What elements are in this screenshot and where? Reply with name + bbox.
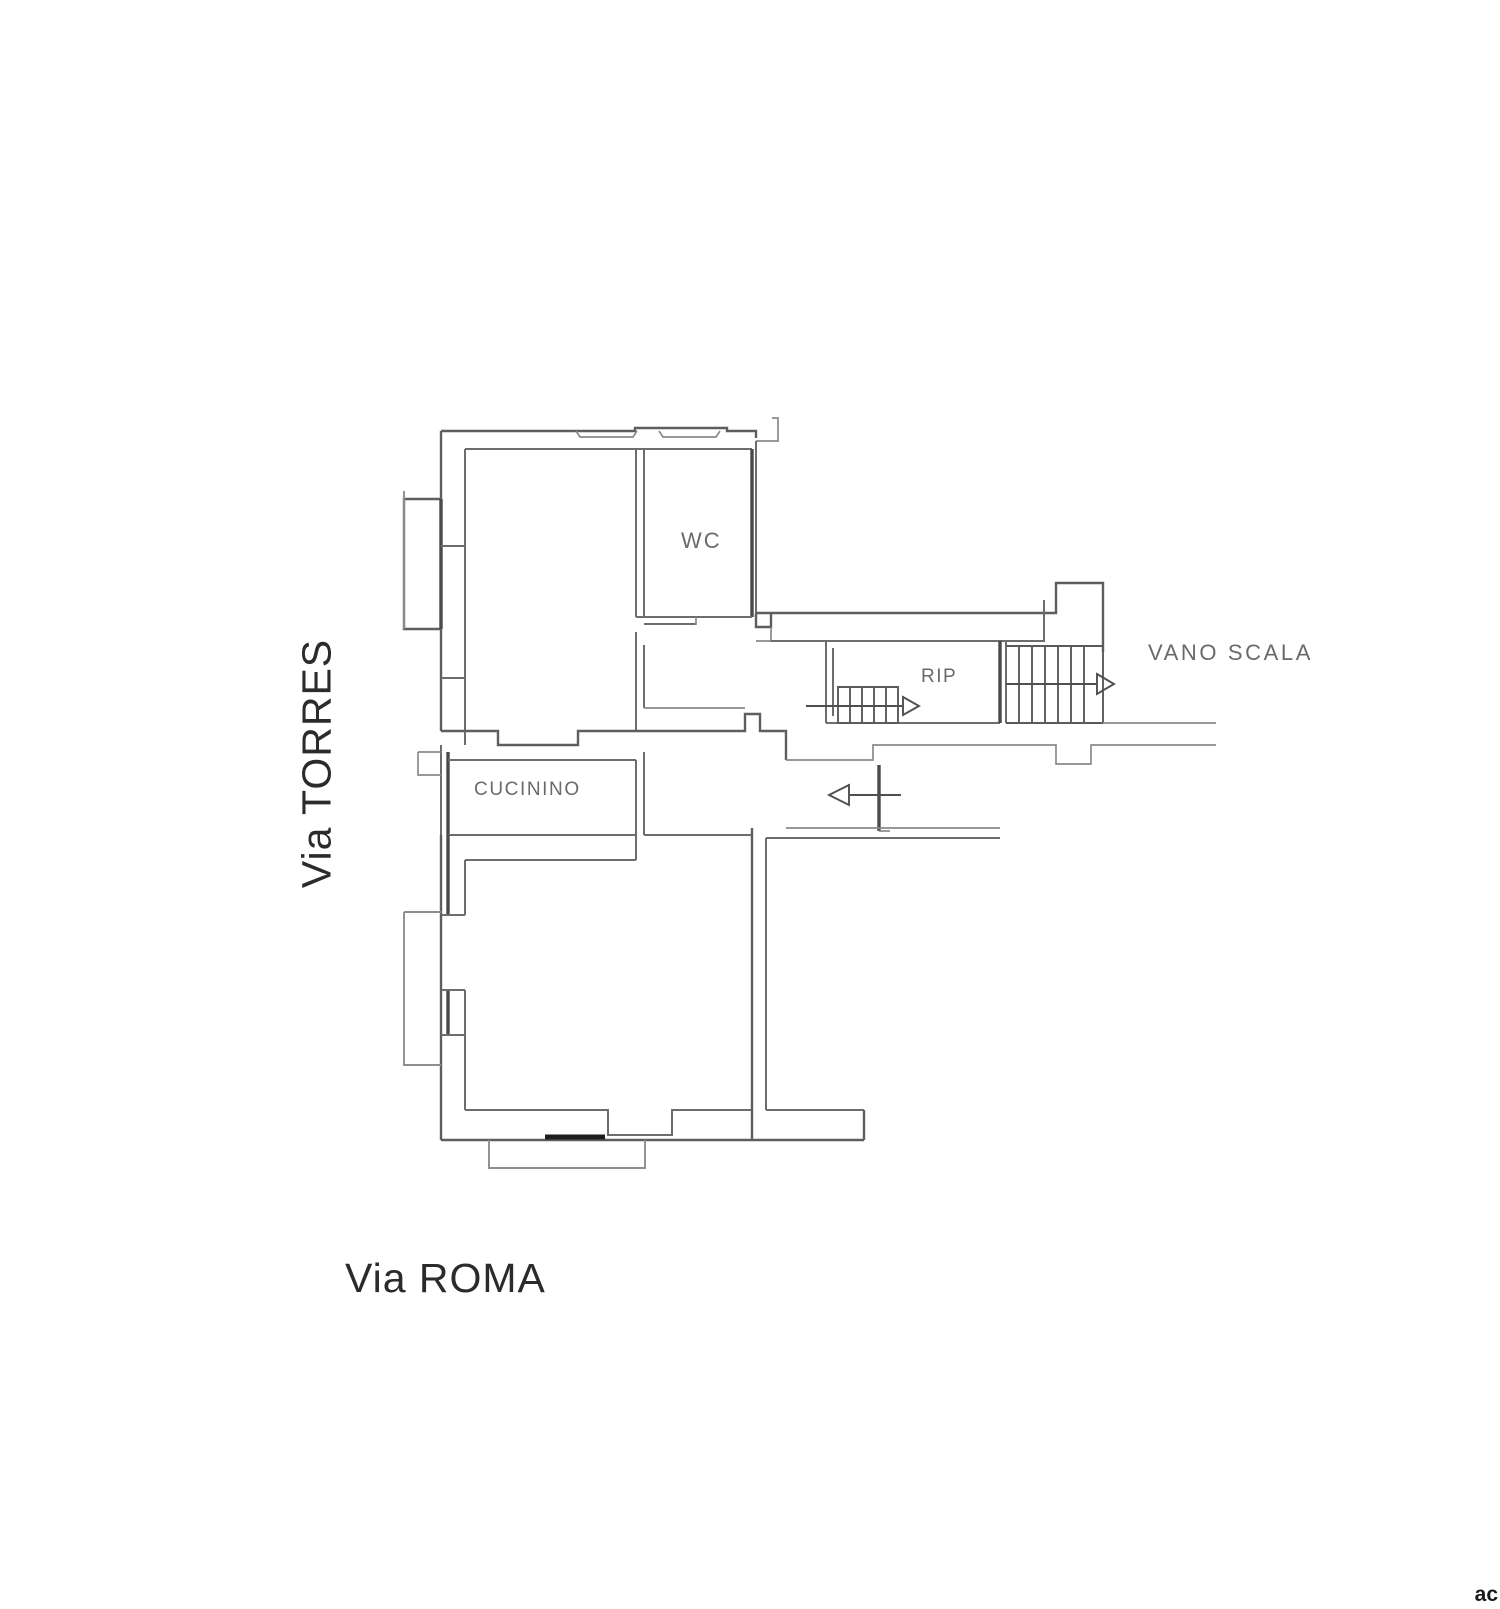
room-label-rip: RIP	[921, 666, 958, 687]
corner-watermark: ac	[1474, 1583, 1498, 1606]
room-label-cucinino: CUCININO	[474, 779, 581, 800]
room-label-wc: WC	[681, 528, 722, 553]
room-label-vano-scala: VANO SCALA	[1148, 640, 1313, 665]
cucinino-room	[417, 745, 645, 836]
balcony-bottom	[488, 1140, 646, 1169]
lower-block-walls	[403, 828, 1000, 1169]
street-label-via-roma: Via ROMA	[345, 1255, 546, 1301]
street-label-via-torres: Via TORRES	[293, 638, 340, 889]
balcony-lower-left	[403, 912, 441, 1066]
rip-room	[786, 640, 1007, 761]
stairs-small	[806, 686, 921, 724]
entry-direction-arrow	[786, 765, 1000, 832]
stairwell-extension	[1000, 722, 1216, 765]
upper-block-walls	[402, 417, 1105, 760]
stairs-main	[1006, 645, 1116, 724]
